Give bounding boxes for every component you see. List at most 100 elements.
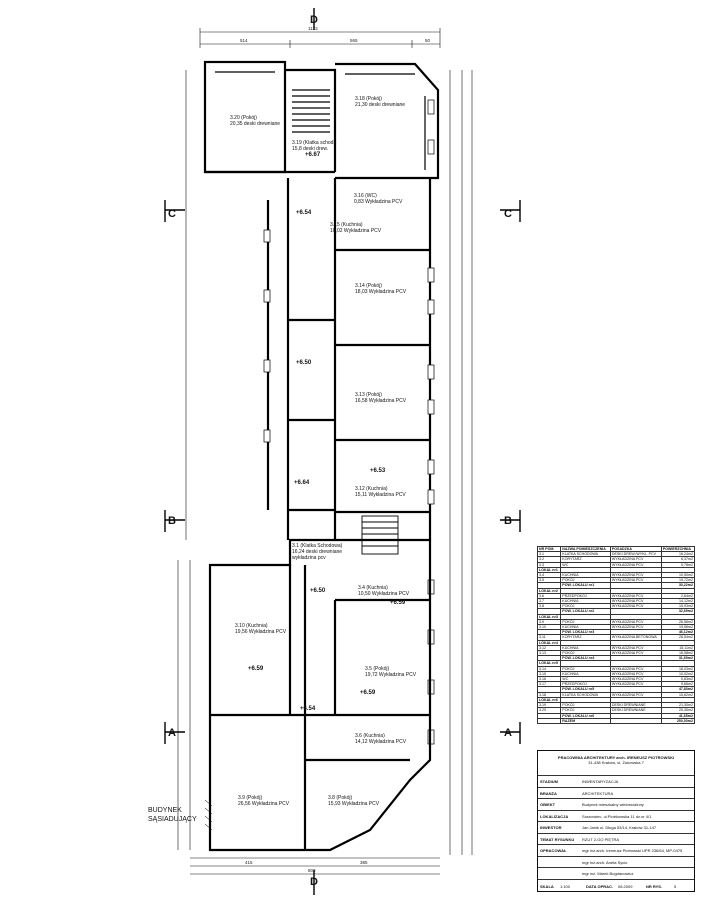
room-label: 3.18 (Pokój) 21,30 deski drewniane — [355, 96, 406, 108]
table-cell — [609, 717, 662, 724]
title-block-value: ARCHITEKTURA — [582, 790, 614, 796]
room-label: 3.20 (Pokój) 20,35 deski drewniane — [230, 115, 281, 127]
title-block-key: OPRACOWAŁ — [540, 848, 567, 853]
date-value: 08.2009 — [618, 884, 633, 889]
title-block-value: mgr inż. Marek Bogdanowicz — [582, 871, 634, 876]
table-cell: RAZEM — [560, 717, 611, 724]
level-mark: +6.54 — [300, 706, 316, 712]
title-block-key: STADIUM — [540, 779, 558, 784]
section-d-top: D — [310, 14, 318, 26]
title-block-value: mgr inż.arch. Ireneusz Piotrowski UPR 23… — [582, 848, 683, 853]
room-label: 3.15 (Kuchnia) 10,02 Wykładzina PCV — [330, 222, 382, 234]
office-name: PRACOWNIA ARCHITEKTURY arch. IRENEUSZ PI… — [557, 755, 675, 760]
title-block-row: BRANŻA ARCHITEKTURA — [538, 786, 694, 800]
table-cell: WYKŁADZINA BETONOWA — [609, 634, 662, 641]
drawing-number-label: NR RYS. — [646, 884, 663, 889]
section-cuts — [164, 8, 521, 895]
title-block-key: LOKALIZACJA — [540, 813, 569, 819]
stair-top — [292, 89, 330, 133]
dim-left-bottom: 415 — [245, 860, 253, 865]
section-d-bottom: D — [310, 876, 318, 888]
dim-edge-top: 50 — [425, 38, 431, 43]
level-mark: +6.54 — [296, 210, 312, 216]
section-a-right: A — [504, 727, 512, 739]
title-block-key: INWESTOR — [540, 825, 562, 830]
level-mark: +6.59 — [390, 600, 406, 606]
level-mark: +6.64 — [294, 480, 310, 486]
title-block-header: PRACOWNIA ARCHITEKTURY arch. IRENEUSZ PI… — [538, 751, 694, 773]
title-block-row: INWESTOR Jan Janik ul. Długa 53/14, Krakó… — [538, 821, 694, 834]
neighbor-hatch — [204, 799, 213, 831]
room-label: 3.13 (Pokój) 16,58 Wykładzina PCV — [355, 392, 407, 404]
title-block-row: TEMAT RYSUNKU RZUT 2-GO PIĘTRA — [538, 832, 694, 846]
col-header: NAZWA POMIESZCZENIA — [560, 545, 611, 553]
room-label: 3.10 (Kuchnia) 19,56 Wykładzina PCV — [235, 623, 287, 635]
level-mark: +6.53 — [370, 468, 386, 474]
room-table-header: NR POM. NAZWA POMIESZCZENIA POSADZKA POW… — [536, 545, 696, 553]
col-header: NR POM. — [536, 545, 562, 553]
level-mark: +6.50 — [296, 360, 312, 366]
date-label: DATA OPRAC. — [586, 884, 614, 889]
room-label: 3.4 (Kuchnia) 10,50 Wykładzina PCV — [358, 585, 410, 597]
room-label: 3.5 (Pokój) 19,72 Wykładzina PCV — [365, 666, 417, 678]
room-label: 3.14 (Pokój) 18,03 Wykładzina PCV — [355, 283, 407, 295]
walls-top-wing — [203, 60, 440, 180]
title-block-value: INWENTARYZACJA — [582, 779, 619, 784]
dim-left-top: 514 — [240, 38, 248, 43]
level-mark: +6.67 — [305, 152, 321, 158]
title-block-row: mgr inż.arch. Aneta Sycio — [538, 855, 694, 869]
col-header: POWIERZCHNIA — [660, 545, 696, 553]
title-block-footer: SKALA 1:100 DATA OPRAC. 08.2009 NR RYS. … — [538, 879, 694, 894]
dim-right-bottom: 385 — [360, 860, 368, 865]
scale-value: 1:100 — [560, 884, 571, 889]
office-address: 31-438 Kraków, ul. Żukowska 7 — [588, 760, 644, 765]
table-cell: LOKAL nr3 — [536, 613, 562, 620]
title-block-value: RZUT 2-GO PIĘTRA — [582, 836, 620, 842]
table-cell: DESKI DREW./WYKŁ. PCV — [609, 551, 662, 558]
title-block-key: BRANŻA — [540, 790, 557, 796]
room-label: 3.19 (Klatka schod.) 15,8 deski drew. — [292, 140, 337, 152]
dim-total-bottom: 803 — [308, 868, 316, 873]
table-cell — [536, 717, 562, 724]
title-block-key: TEMAT RYSUNKU — [540, 836, 575, 842]
level-mark: +6.59 — [360, 690, 376, 696]
room-label: 3.12 (Kuchnia) 15,11 Wykładzina PCV — [355, 486, 406, 498]
scale-label: SKALA — [540, 884, 554, 889]
room-label: 3.9 (Pokój) 26,56 Wykładzina PCV — [238, 795, 290, 807]
table-cell: LOKAL nr6 — [536, 696, 562, 704]
title-block: PRACOWNIA ARCHITEKTURY arch. IRENEUSZ PI… — [537, 750, 695, 892]
room-label: 3.1 (Klatka Schodowa) 16,24 deski drewni… — [292, 543, 343, 561]
title-block-row: OPRACOWAŁ mgr inż.arch. Ireneusz Piotrows… — [538, 844, 694, 857]
room-label: 3.16 (WC) 0,83 Wykładzina PCV — [354, 193, 403, 205]
stair-middle — [361, 515, 399, 555]
section-c-right: C — [504, 208, 512, 220]
table-cell: LOKAL nr1 — [536, 566, 562, 574]
section-b-left: B — [168, 515, 176, 527]
section-a-left: A — [168, 727, 176, 739]
neighbor-building-label: BUDYNEK SĄSIADUJĄCY — [148, 807, 197, 823]
section-c-left: C — [168, 208, 176, 220]
walls-lower-wing — [208, 538, 432, 852]
title-block-value: Jan Janik ul. Długa 53/14, Kraków 31-147 — [582, 825, 657, 830]
room-label: 3.8 (Pokój) 15,93 Wykładzina PCV — [328, 795, 380, 807]
title-block-row: OBIEKT Budynek mieszkalny wielorodzinny — [538, 798, 694, 811]
level-mark: +6.59 — [248, 666, 264, 672]
dim-right-top: 565 — [350, 38, 358, 43]
table-cell: LOKAL nr4 — [536, 639, 562, 646]
room-schedule-table: NR POM. NAZWA POMIESZCZENIA POSADZKA POW… — [536, 545, 696, 724]
level-mark: +6.50 — [310, 588, 326, 594]
table-subtotal-row: RAZEM 250,00m2 — [536, 717, 696, 724]
table-cell: 250,00m2 — [660, 717, 696, 724]
dim-total-top: 1123 — [308, 26, 318, 31]
title-block-value: Budynek mieszkalny wielorodzinny — [582, 802, 644, 807]
table-cell: LOKAL nr5 — [536, 660, 562, 667]
title-block-value: mgr inż.arch. Aneta Sycio — [582, 859, 628, 865]
title-block-value: Sosnowiec, ul.Piotrkowska 11 dz.nr 4/1 — [582, 813, 652, 819]
title-block-key: OBIEKT — [540, 802, 556, 807]
section-b-right: B — [504, 515, 512, 527]
